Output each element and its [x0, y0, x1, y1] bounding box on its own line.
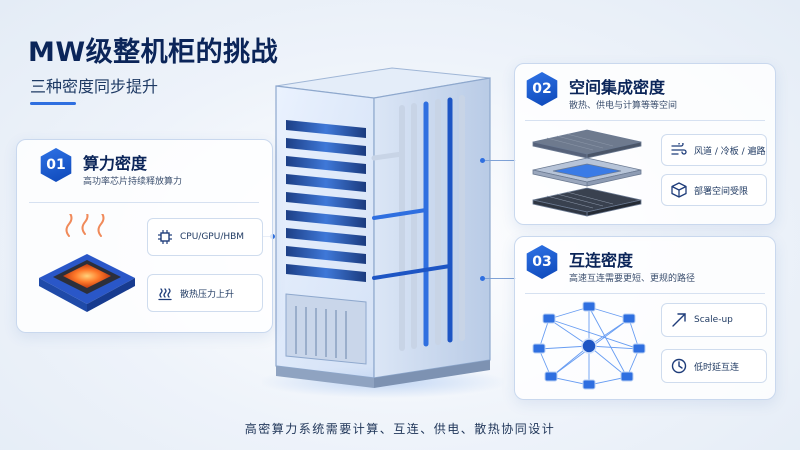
connector-line-2 — [482, 160, 516, 161]
panel-title: 空间集成密度 — [569, 78, 666, 97]
feature-label: CPU/GPU/HBM — [180, 232, 245, 242]
clock-icon — [670, 357, 688, 375]
compute-density-panel: 01 算力密度 高功率芯片持续释放算力 CPU/GPU/HBM — [16, 139, 273, 333]
feature-label: 散热压力上升 — [180, 289, 235, 300]
title-underline — [30, 102, 76, 105]
connector-dot-3 — [480, 276, 485, 281]
panel-description: 高功率芯片持续释放算力 — [83, 177, 183, 187]
airflow-icon — [670, 141, 688, 159]
panel-description: 高速互连需要更短、更规的路径 — [569, 274, 696, 284]
footer-caption: 高密算力系统需要计算、互连、供电、散热协同设计 — [244, 422, 556, 436]
chip-icon — [156, 228, 174, 246]
heat-icon — [156, 284, 174, 302]
divider — [525, 293, 765, 294]
feature-scale-up: Scale-up — [661, 303, 767, 337]
page-subtitle: 三种密度同步提升 — [30, 77, 159, 96]
feature-label: 风道 / 冷板 / 遍路 — [694, 146, 766, 157]
connector-dot-2 — [480, 158, 485, 163]
feature-heat-pressure: 散热压力上升 — [147, 274, 263, 312]
interconnect-density-panel: 03 互连密度 高速互连需要更短、更规的路径 Scale-up 低时 — [514, 236, 776, 400]
divider — [29, 202, 259, 203]
arrow-up-right-icon — [670, 311, 688, 329]
feature-label: 低时延互连 — [694, 362, 740, 373]
hot-chip-illustration — [39, 214, 135, 312]
feature-label: Scale-up — [694, 315, 733, 325]
panel-number-badge: 02 — [526, 72, 558, 106]
panel-number-badge: 03 — [526, 245, 558, 279]
feature-cpu-gpu-hbm: CPU/GPU/HBM — [147, 218, 263, 256]
panel-title: 互连密度 — [569, 251, 634, 270]
server-rack-illustration — [262, 67, 504, 398]
feature-low-latency: 低时延互连 — [661, 349, 767, 383]
space-density-panel: 02 空间集成密度 散热、供电与计算等等空间 风道 / 冷板 / 遍路 — [514, 63, 776, 225]
panel-title: 算力密度 — [83, 154, 148, 173]
divider — [525, 120, 765, 121]
feature-label: 部署空间受限 — [694, 186, 749, 197]
panel-description: 散热、供电与计算等等空间 — [569, 101, 678, 111]
feature-deploy-space: 部署空间受限 — [661, 174, 767, 206]
box-icon — [670, 181, 688, 199]
page-title: MW级整机柜的挑战 — [28, 37, 279, 68]
connector-line-3 — [482, 278, 516, 279]
panel-number-badge: 01 — [40, 148, 72, 182]
feature-airflow: 风道 / 冷板 / 遍路 — [661, 134, 767, 166]
mesh-network-illustration — [532, 301, 646, 390]
exploded-layers-illustration — [532, 129, 642, 217]
